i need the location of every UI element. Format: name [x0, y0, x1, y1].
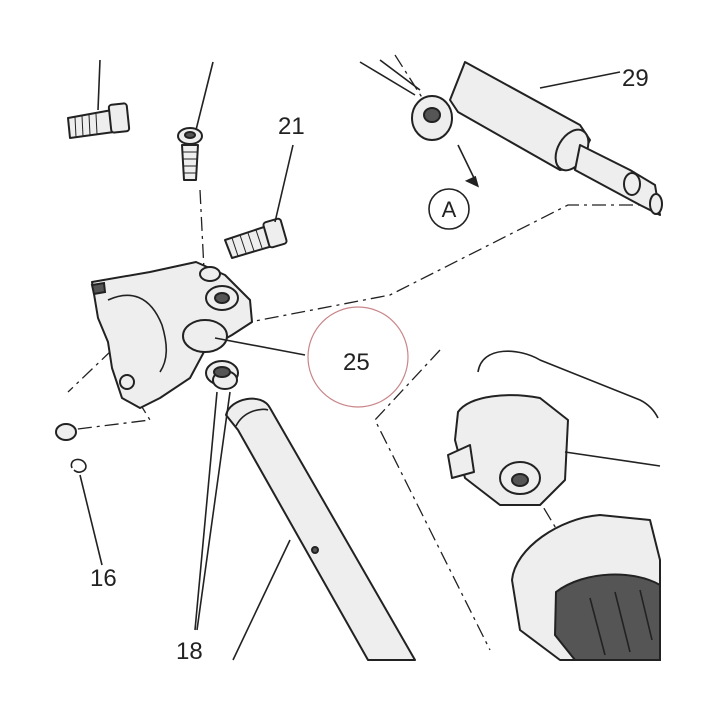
circlip-16 — [55, 423, 87, 473]
switch-assembly — [447, 350, 661, 506]
plug-18 — [205, 360, 239, 390]
callout-29: 29 — [622, 65, 649, 92]
callout-18: 18 — [176, 638, 203, 665]
view-a-marker: A — [428, 188, 470, 230]
grip-assembly — [511, 514, 661, 661]
steering-damper-29 — [359, 59, 663, 216]
bolt-upper-left — [67, 59, 131, 139]
clamp-bracket-25 — [90, 261, 253, 409]
callout-21: 21 — [278, 113, 305, 140]
callout-16: 16 — [90, 565, 117, 592]
view-a-arrow — [457, 144, 480, 188]
handlebar-tube — [225, 397, 416, 661]
view-a-label: A — [442, 197, 457, 222]
highlight-ring — [307, 306, 409, 408]
leader-lines — [79, 337, 306, 661]
bolt-21 — [224, 144, 294, 259]
vertical-screw — [177, 61, 214, 181]
callout-25: 25 — [343, 349, 370, 376]
